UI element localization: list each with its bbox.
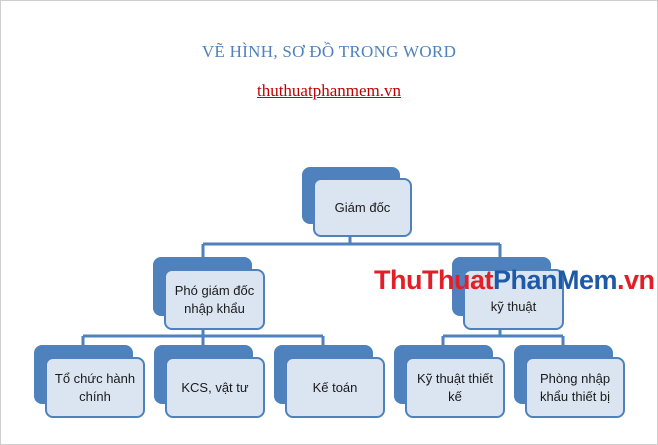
node-label: Kế toán xyxy=(285,357,385,418)
node-director[interactable]: Giám đốc xyxy=(302,167,412,238)
site-link[interactable]: thuthuatphanmem.vn xyxy=(256,81,401,100)
node-label: kỹ thuật xyxy=(463,269,564,330)
node-import-equipment[interactable]: Phòng nhập khẩu thiết bị xyxy=(514,345,625,418)
node-label: Tổ chức hành chính xyxy=(45,357,145,418)
watermark-logo: ThuThuatPhanMem.vn xyxy=(374,265,655,296)
node-admin[interactable]: Tổ chức hành chính xyxy=(34,345,145,418)
node-label: Giám đốc xyxy=(313,178,412,237)
node-label: KCS, vật tư xyxy=(165,357,265,418)
node-design[interactable]: Kỹ thuật thiết kế xyxy=(394,345,505,418)
node-technical[interactable]: kỹ thuật xyxy=(452,257,564,330)
watermark-part: ThuThuat xyxy=(374,265,493,295)
node-label: Phòng nhập khẩu thiết bị xyxy=(525,357,625,418)
node-deputy-director-import[interactable]: Phó giám đốc nhập khẩu xyxy=(153,257,265,330)
node-label: Phó giám đốc nhập khẩu xyxy=(164,269,265,330)
node-accounting[interactable]: Kế toán xyxy=(274,345,385,418)
page-title: VẼ HÌNH, SƠ ĐỒ TRONG WORD xyxy=(201,42,457,61)
node-kcs-supplies[interactable]: KCS, vật tư xyxy=(154,345,265,418)
watermark-part: .vn xyxy=(617,265,655,295)
node-label: Kỹ thuật thiết kế xyxy=(405,357,505,418)
watermark-part: PhanMem xyxy=(492,265,618,295)
